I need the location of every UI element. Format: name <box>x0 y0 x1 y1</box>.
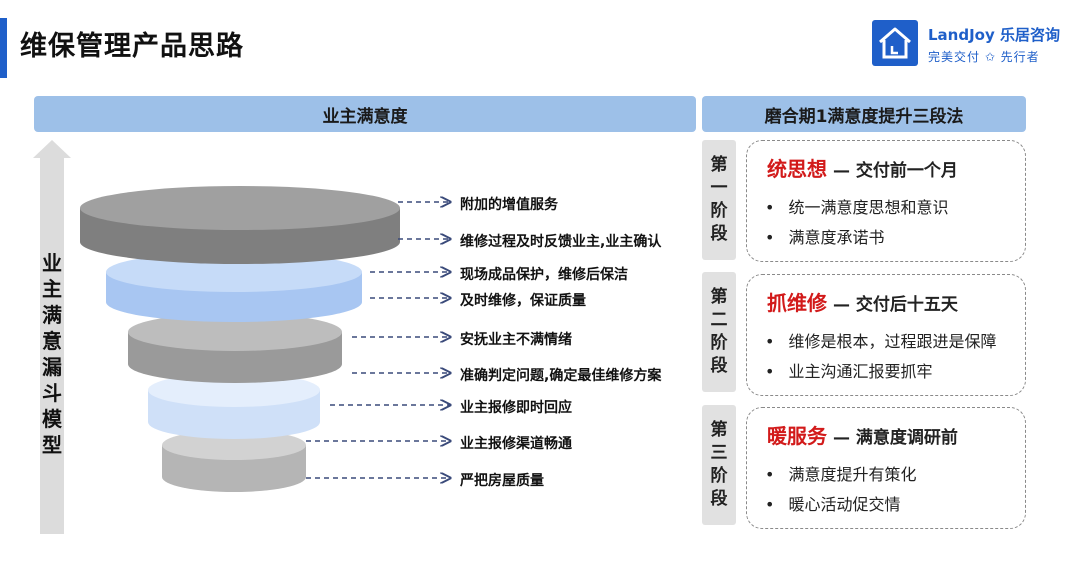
funnel-layer-3 <box>128 313 342 383</box>
list-item: 业主沟通汇报要抓牢 <box>765 357 996 387</box>
list-item: 暖心活动促交情 <box>765 490 916 520</box>
funnel-title: 业主满意漏斗模型 <box>42 251 62 457</box>
page-title: 维保管理产品思路 <box>20 31 244 62</box>
stage-1-tab: 第一 阶段 <box>702 140 736 260</box>
logo: LandJoy 乐居咨询 完美交付 ✩ 先行者 <box>872 20 1072 72</box>
callout-feedback: 维修过程及时反馈业主,业主确认 <box>460 234 662 250</box>
title-accent-bar <box>0 18 7 78</box>
method-header: 磨合期1满意度提升三段法 <box>702 96 1026 132</box>
satisfaction-header: 业主满意度 <box>34 96 696 132</box>
callout-value-added-service: 附加的增值服务 <box>460 197 558 213</box>
stage-1-list: 统一满意度思想和意识 满意度承诺书 <box>765 193 948 253</box>
callout-quality: 严把房屋质量 <box>460 473 544 489</box>
stage-2-box: 抓维修— 交付后十五天 维修是根本，过程跟进是保障 业主沟通汇报要抓牢 <box>746 274 1026 396</box>
funnel-layer-1 <box>80 186 400 264</box>
upward-arrow <box>33 140 71 534</box>
stage-2-tab: 第二 阶段 <box>702 272 736 392</box>
funnel-layer-4 <box>148 373 320 439</box>
house-icon <box>872 20 918 66</box>
logo-slogan: 完美交付 ✩ 先行者 <box>928 50 1040 64</box>
satisfaction-funnel <box>80 186 400 492</box>
list-item: 满意度提升有策化 <box>765 460 916 490</box>
stage-1-box: 统思想— 交付前一个月 统一满意度思想和意识 满意度承诺书 <box>746 140 1026 262</box>
callout-diagnosis: 准确判定问题,确定最佳维修方案 <box>460 368 662 384</box>
list-item: 满意度承诺书 <box>765 223 948 253</box>
stage-1-title: 统思想— 交付前一个月 <box>767 157 958 181</box>
logo-name: LandJoy 乐居咨询 <box>928 26 1060 44</box>
stage-2-title: 抓维修— 交付后十五天 <box>767 291 958 315</box>
stage-3-list: 满意度提升有策化 暖心活动促交情 <box>765 460 916 520</box>
callout-channel: 业主报修渠道畅通 <box>460 436 572 452</box>
callout-appease: 安抚业主不满情绪 <box>460 332 572 348</box>
stage-3-box: 暖服务— 满意度调研前 满意度提升有策化 暖心活动促交情 <box>746 407 1026 529</box>
callout-instant-response: 业主报修即时回应 <box>460 400 572 416</box>
funnel-layer-5 <box>162 430 306 492</box>
stage-3-title: 暖服务— 满意度调研前 <box>767 424 958 448</box>
list-item: 统一满意度思想和意识 <box>765 193 948 223</box>
callout-timely-repair: 及时维修，保证质量 <box>460 293 586 309</box>
stage-2-list: 维修是根本，过程跟进是保障 业主沟通汇报要抓牢 <box>765 327 996 387</box>
callout-protection: 现场成品保护，维修后保洁 <box>460 267 628 283</box>
list-item: 维修是根本，过程跟进是保障 <box>765 327 996 357</box>
stage-3-tab: 第三 阶段 <box>702 405 736 525</box>
